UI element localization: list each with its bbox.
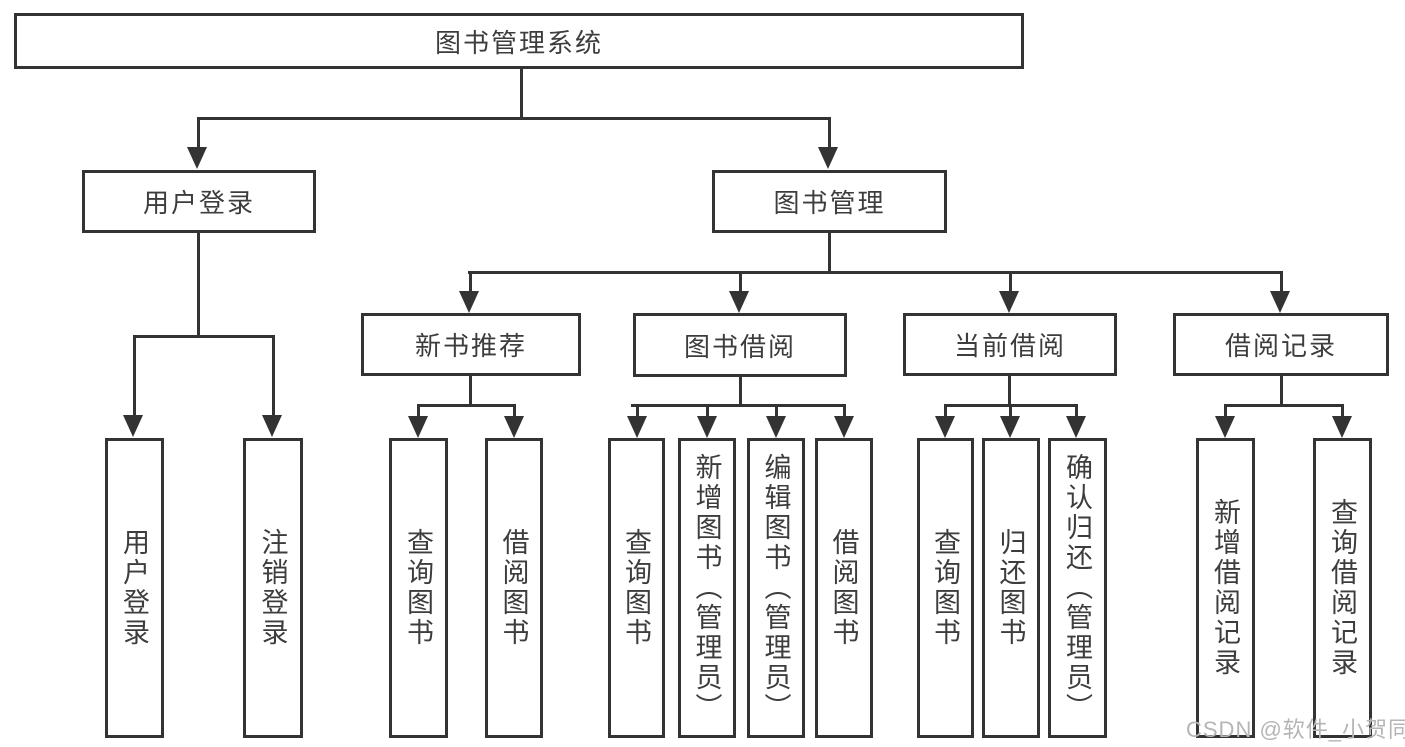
leaf-logout: 注销登录 — [243, 438, 303, 738]
leaf-query-books-recommend-label: 查询图书 — [403, 528, 433, 648]
connector-line — [828, 117, 831, 149]
leaf-user-login: 用户登录 — [105, 438, 164, 738]
node-new-book-recommend: 新书推荐 — [361, 313, 581, 376]
leaf-user-login-label: 用户登录 — [119, 528, 149, 648]
leaf-query-books-borrow: 查询图书 — [608, 438, 665, 738]
leaf-confirm-return-admin-label: 确认归还（管理员） — [1062, 453, 1092, 723]
connector-line — [513, 404, 516, 417]
connector-arrow — [627, 416, 647, 438]
csdn-watermark: CSDN @软件_小贺同学 — [1186, 717, 1405, 742]
connector-arrow — [935, 416, 955, 438]
node-book-borrow: 图书借阅 — [633, 313, 847, 377]
connector-line — [197, 233, 200, 336]
connector-line — [133, 335, 275, 338]
connector-arrow — [408, 416, 428, 438]
connector-arrow — [697, 416, 717, 438]
leaf-edit-book-admin: 编辑图书（管理员） — [747, 438, 805, 738]
leaf-confirm-return-admin: 确认归还（管理员） — [1048, 438, 1107, 738]
connector-arrow — [1332, 416, 1352, 438]
connector-line — [636, 404, 639, 417]
connector-line — [944, 404, 947, 417]
connector-line — [631, 404, 845, 407]
connector-arrow — [123, 415, 143, 437]
leaf-add-borrow-record: 新增借阅记录 — [1196, 438, 1255, 738]
connector-line — [272, 335, 275, 416]
connector-line — [417, 404, 420, 417]
leaf-return-book: 归还图书 — [982, 438, 1040, 738]
connector-line — [1341, 404, 1344, 417]
leaf-borrow-books-recommend: 借阅图书 — [485, 438, 543, 738]
connector-line — [1075, 404, 1078, 417]
node-new-book-recommend-label: 新书推荐 — [414, 331, 527, 361]
connector-line — [739, 377, 742, 405]
connector-line — [1280, 376, 1283, 406]
node-library-system: 图书管理系统 — [14, 13, 1024, 69]
connector-line — [828, 233, 831, 273]
connector-line — [706, 404, 709, 417]
connector-line — [520, 69, 523, 118]
node-current-borrow: 当前借阅 — [903, 313, 1117, 376]
connector-arrow — [729, 291, 749, 313]
leaf-query-books-current-label: 查询图书 — [930, 528, 960, 648]
connector-line — [739, 271, 742, 292]
connector-arrow — [1215, 416, 1235, 438]
connector-arrow — [1066, 416, 1086, 438]
leaf-query-books-recommend: 查询图书 — [389, 438, 448, 738]
connector-line — [1009, 271, 1012, 292]
node-current-borrow-label: 当前借阅 — [953, 331, 1066, 361]
node-book-management-label: 图书管理 — [773, 188, 886, 218]
connector-arrow — [834, 416, 854, 438]
connector-line — [1280, 271, 1283, 292]
connector-line — [197, 117, 831, 120]
connector-line — [1008, 376, 1011, 406]
connector-arrow — [1000, 416, 1020, 438]
connector-arrow — [999, 291, 1019, 313]
leaf-add-book-admin: 新增图书（管理员） — [678, 438, 736, 738]
leaf-add-book-admin-label: 新增图书（管理员） — [691, 453, 722, 723]
connector-line — [775, 404, 778, 417]
connector-line — [1009, 404, 1012, 417]
node-library-system-label: 图书管理系统 — [434, 27, 603, 58]
connector-arrow — [766, 416, 786, 438]
node-book-borrow-label: 图书借阅 — [683, 331, 796, 362]
leaf-add-borrow-record-label: 新增借阅记录 — [1210, 498, 1240, 678]
leaf-return-book-label: 归还图书 — [995, 528, 1026, 648]
connector-line — [469, 376, 472, 406]
leaf-borrow-books-label: 借阅图书 — [828, 528, 859, 648]
connector-arrow — [1270, 291, 1290, 313]
connector-line — [417, 404, 515, 407]
node-user-login-label: 用户登录 — [142, 188, 255, 218]
connector-line — [1224, 404, 1227, 417]
leaf-query-borrow-record-label: 查询借阅记录 — [1327, 498, 1357, 678]
connector-line — [1224, 404, 1344, 407]
node-book-management: 图书管理 — [712, 170, 947, 233]
leaf-query-books-current: 查询图书 — [917, 438, 974, 738]
leaf-logout-label: 注销登录 — [257, 528, 288, 648]
connector-line — [469, 271, 472, 292]
connector-line — [468, 271, 1283, 274]
node-user-login: 用户登录 — [82, 170, 316, 233]
connector-line — [133, 335, 136, 416]
node-borrow-records: 借阅记录 — [1173, 313, 1389, 376]
leaf-query-books-borrow-label: 查询图书 — [621, 528, 651, 648]
leaf-edit-book-admin-label: 编辑图书（管理员） — [760, 453, 791, 723]
connector-arrow — [187, 147, 207, 169]
connector-line — [197, 117, 200, 149]
leaf-borrow-books: 借阅图书 — [815, 438, 873, 738]
connector-arrow — [459, 291, 479, 313]
connector-arrow — [262, 415, 282, 437]
node-borrow-records-label: 借阅记录 — [1224, 331, 1337, 361]
leaf-query-borrow-record: 查询借阅记录 — [1313, 438, 1372, 738]
leaf-borrow-books-recommend-label: 借阅图书 — [498, 528, 529, 648]
connector-line — [843, 404, 846, 417]
connector-arrow — [504, 416, 524, 438]
connector-arrow — [818, 147, 838, 169]
